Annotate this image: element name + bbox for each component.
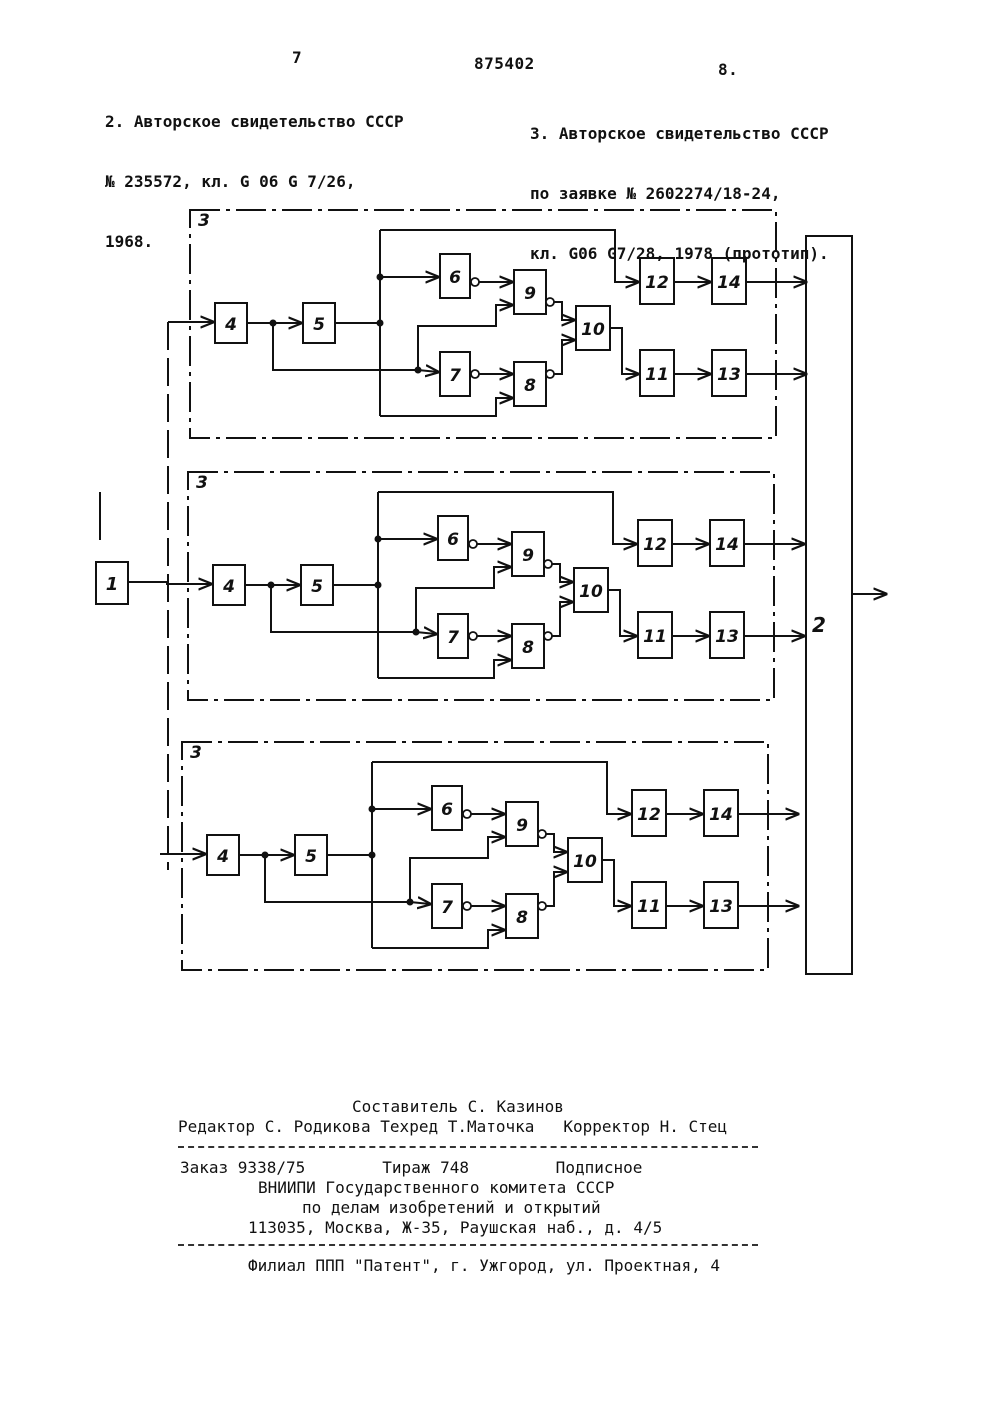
org-line-1: ВНИИПИ Государственного комитета СССР	[258, 1178, 614, 1198]
block-14-label: 14	[709, 805, 733, 825]
block-11-label: 11	[643, 627, 667, 647]
block-7-label: 7	[441, 898, 453, 918]
inversion-circle	[471, 370, 479, 378]
block-2	[806, 236, 852, 974]
inversion-circle	[546, 370, 554, 378]
group-label: 3	[196, 473, 208, 493]
connector	[554, 302, 574, 320]
org-line-2: по делам изобретений и открытий	[302, 1198, 601, 1218]
connector	[372, 762, 630, 814]
editor-line: Редактор С. Родикова Техред Т.Маточка Ко…	[178, 1117, 727, 1137]
connector	[416, 567, 510, 632]
inversion-circle	[469, 632, 477, 640]
block-4-label: 4	[224, 315, 237, 335]
block-14-label: 14	[715, 535, 739, 555]
inversion-circle	[463, 902, 471, 910]
connector	[608, 590, 636, 636]
block-9-label: 9	[522, 546, 534, 566]
block-9-label: 9	[524, 284, 536, 304]
block-4-label: 4	[216, 847, 229, 867]
connector	[265, 855, 430, 904]
group-label: 3	[198, 211, 210, 231]
block-6-label: 6	[449, 268, 461, 288]
block-10-label: 10	[581, 320, 605, 340]
address: 113035, Москва, Ж-35, Раушская наб., д. …	[248, 1218, 662, 1238]
block-8-label: 8	[516, 908, 528, 928]
connector	[546, 834, 566, 852]
inversion-circle	[544, 560, 552, 568]
block-8-label: 8	[522, 638, 534, 658]
inversion-circle	[538, 902, 546, 910]
channel: 3 4 5 6 7 9 8 10 12 11 14 13	[160, 742, 798, 970]
connector	[372, 930, 504, 948]
block-13-label: 13	[709, 897, 733, 917]
connector	[602, 860, 630, 906]
block-13-label: 13	[715, 627, 739, 647]
block-6-label: 6	[447, 530, 459, 550]
connector	[378, 492, 636, 544]
block-14-label: 14	[717, 273, 741, 293]
block-6-label: 6	[441, 800, 453, 820]
connector	[554, 340, 574, 374]
block-4-label: 4	[222, 577, 235, 597]
block-9-label: 9	[516, 816, 528, 836]
order-line: Заказ 9338/75 Тираж 748 Подписное	[180, 1158, 642, 1178]
channel: 3 4 5 6 7 9 8 10 12 11 14 13	[166, 472, 804, 700]
block-10-label: 10	[573, 852, 597, 872]
block-13-label: 13	[717, 365, 741, 385]
junction-dot	[377, 274, 384, 281]
block-12-label: 12	[637, 805, 661, 825]
footer-rule	[178, 1146, 758, 1148]
compiler: Составитель С. Казинов	[352, 1097, 564, 1117]
group-label: 3	[190, 743, 202, 763]
connector	[610, 328, 638, 374]
block-8-label: 8	[524, 376, 536, 396]
block-5-label: 5	[313, 315, 325, 335]
block-7-label: 7	[449, 366, 461, 386]
block-12-label: 12	[643, 535, 667, 555]
block-1-label: 1	[106, 574, 119, 595]
connector	[552, 564, 572, 582]
block-11-label: 11	[645, 365, 669, 385]
connector	[273, 323, 438, 372]
connector	[271, 585, 436, 634]
block-7-label: 7	[447, 628, 459, 648]
junction-dot	[369, 806, 376, 813]
branch: Филиал ППП "Патент", г. Ужгород, ул. Про…	[248, 1256, 720, 1276]
inversion-circle	[469, 540, 477, 548]
footer-rule	[178, 1244, 758, 1246]
connector	[410, 837, 504, 902]
connector	[552, 602, 572, 636]
block-5-label: 5	[305, 847, 317, 867]
inversion-circle	[544, 632, 552, 640]
block-11-label: 11	[637, 897, 661, 917]
connector	[380, 230, 638, 282]
block-2-label: 2	[812, 613, 826, 637]
block-10-label: 10	[579, 582, 603, 602]
junction-dot	[375, 536, 382, 543]
connector	[380, 398, 512, 416]
inversion-circle	[538, 830, 546, 838]
channel: 3 4 5 6 7 9 8 10 12 11 14 13	[168, 210, 806, 438]
block-5-label: 5	[311, 577, 323, 597]
inversion-circle	[546, 298, 554, 306]
connector	[546, 872, 566, 906]
inversion-circle	[463, 810, 471, 818]
inversion-circle	[471, 278, 479, 286]
block-12-label: 12	[645, 273, 669, 293]
connector	[418, 305, 512, 370]
connector	[378, 660, 510, 678]
